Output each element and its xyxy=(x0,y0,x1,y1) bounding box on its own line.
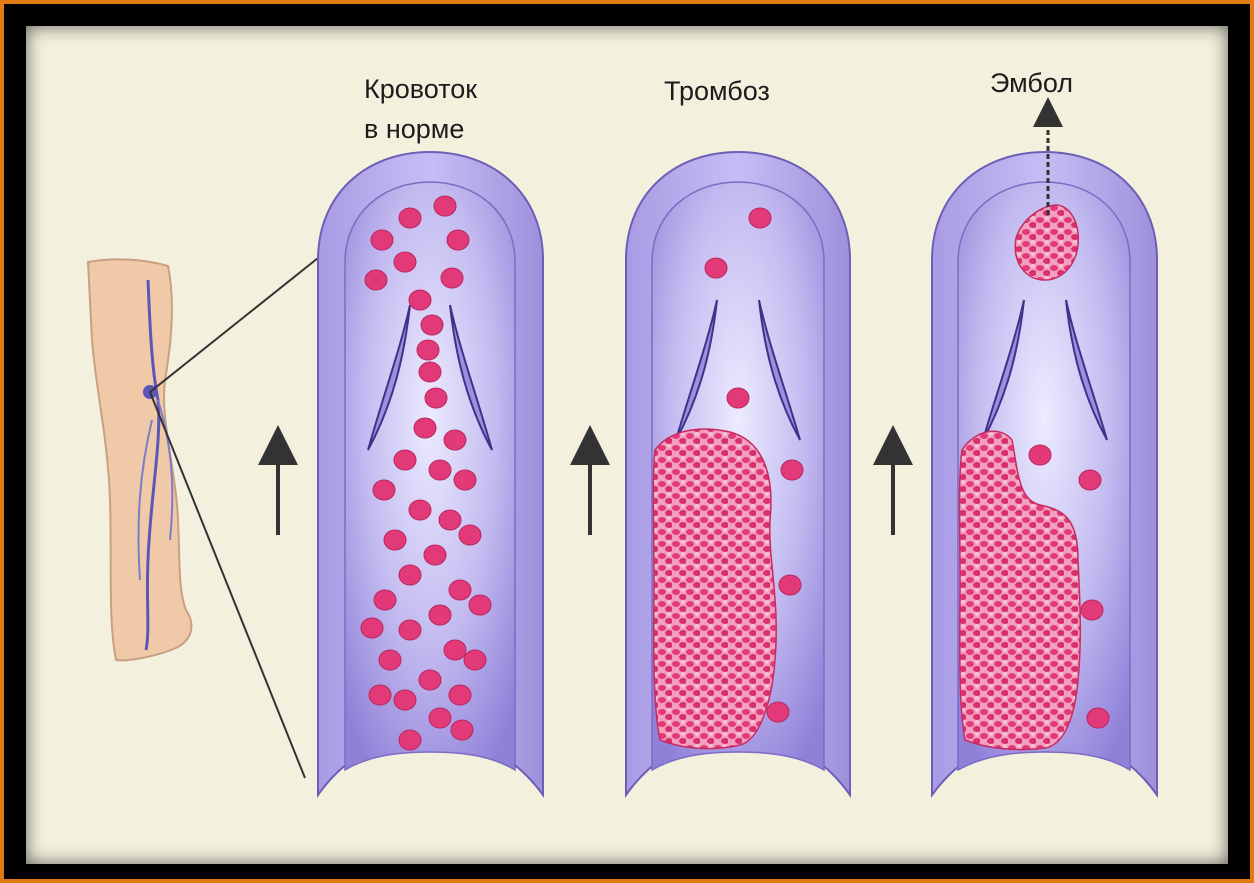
blood-cell xyxy=(399,730,421,750)
blood-cell xyxy=(444,430,466,450)
zoom-line-top xyxy=(150,258,318,392)
blood-cell xyxy=(419,670,441,690)
blood-cell xyxy=(369,685,391,705)
blood-cell xyxy=(419,362,441,382)
blood-cell xyxy=(361,618,383,638)
blood-cell xyxy=(365,270,387,290)
blood-cell xyxy=(371,230,393,250)
blood-cell xyxy=(779,575,801,595)
blood-cell xyxy=(394,690,416,710)
blood-cell xyxy=(394,252,416,272)
blood-cell xyxy=(439,510,461,530)
blood-cell xyxy=(384,530,406,550)
blood-cell xyxy=(1081,600,1103,620)
vessel-embolus xyxy=(932,112,1157,795)
blood-cell xyxy=(399,565,421,585)
blood-cell xyxy=(449,685,471,705)
thrombus-clot xyxy=(653,429,776,749)
blood-cell xyxy=(454,470,476,490)
blood-cell xyxy=(447,230,469,250)
blood-cell xyxy=(425,388,447,408)
blood-cell xyxy=(421,315,443,335)
label-normal-line1: Кровоток xyxy=(364,74,477,104)
vessel-normal xyxy=(318,152,543,795)
blood-cell xyxy=(767,702,789,722)
label-embolus: Эмбол xyxy=(990,68,1073,98)
blood-cell xyxy=(727,388,749,408)
blood-cell xyxy=(1079,470,1101,490)
blood-cell xyxy=(451,720,473,740)
blood-cell xyxy=(464,650,486,670)
blood-cell xyxy=(1087,708,1109,728)
blood-cell xyxy=(469,595,491,615)
blood-cell xyxy=(781,460,803,480)
label-thrombosis: Тромбоз xyxy=(664,76,770,106)
blood-cell xyxy=(429,605,451,625)
blood-cell xyxy=(414,418,436,438)
blood-cell xyxy=(373,480,395,500)
blood-cell xyxy=(749,208,771,228)
blood-cell xyxy=(1029,445,1051,465)
vessel-thrombosis xyxy=(626,152,850,795)
blood-cell xyxy=(449,580,471,600)
leg-shape xyxy=(88,259,191,660)
blood-cell xyxy=(459,525,481,545)
label-normal-line2: в норме xyxy=(364,114,464,144)
blood-cell xyxy=(394,450,416,470)
blood-cell xyxy=(409,500,431,520)
blood-cell xyxy=(399,208,421,228)
blood-cell xyxy=(424,545,446,565)
blood-cell xyxy=(374,590,396,610)
blood-cell xyxy=(409,290,431,310)
blood-cell xyxy=(444,640,466,660)
blood-cell xyxy=(399,620,421,640)
blood-cell xyxy=(379,650,401,670)
blood-cell xyxy=(417,340,439,360)
blood-cell xyxy=(429,460,451,480)
blood-cell xyxy=(434,196,456,216)
leg-illustration xyxy=(88,258,318,778)
blood-cell xyxy=(705,258,727,278)
blood-cell xyxy=(441,268,463,288)
blood-cell xyxy=(429,708,451,728)
